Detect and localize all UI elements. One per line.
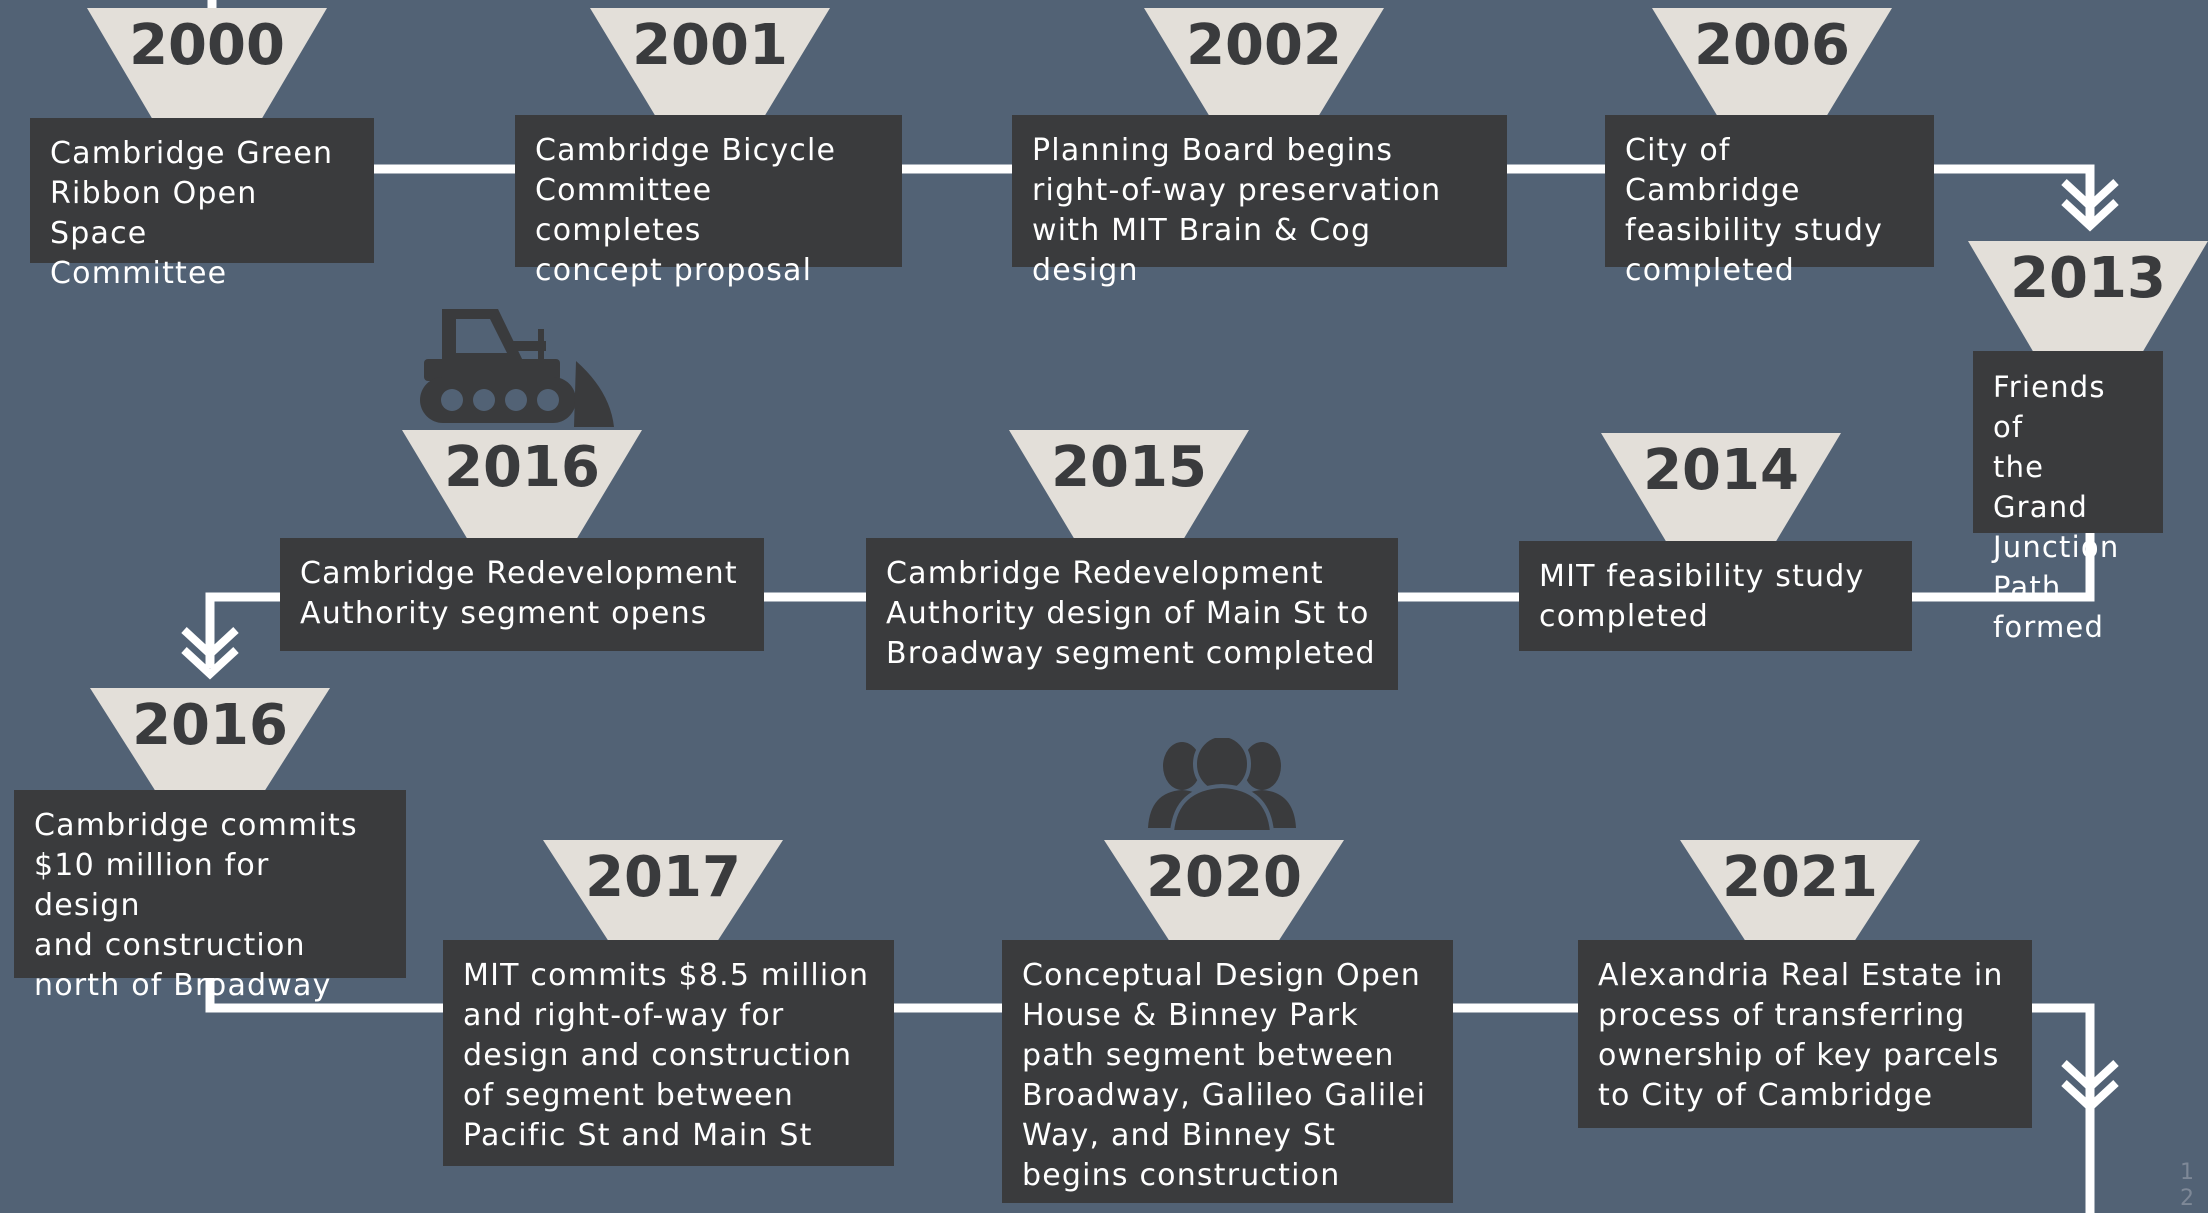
arrow-down-icon [2061, 179, 2119, 232]
milestone-box: Cambridge Redevelopment Authority design… [866, 538, 1398, 690]
people-group-icon [1148, 738, 1296, 832]
milestone-box: Cambridge Redevelopment Authority segmen… [280, 538, 764, 651]
milestone-box: MIT commits $8.5 million and right-of-wa… [443, 940, 894, 1166]
arrow-down-icon [181, 627, 239, 680]
milestone-box: Cambridge commits $10 million for design… [14, 790, 406, 1003]
page-number: 1 2 [2180, 1160, 2194, 1211]
milestone-box: Cambridge Green Ribbon Open Space Commit… [30, 118, 374, 291]
milestone-box: Alexandria Real Estate in process of tra… [1578, 940, 2032, 1128]
bulldozer-icon [420, 309, 614, 427]
milestone-box: City of Cambridge feasibility study comp… [1605, 115, 1934, 288]
milestone-box: Planning Board begins right-of-way prese… [1012, 115, 1507, 288]
year-label: 2020 [1104, 840, 1344, 940]
milestone-box: Cambridge Bicycle Committee completes co… [515, 115, 902, 288]
milestone-box: Friends of the Grand Junction Path forme… [1973, 351, 2163, 644]
milestone-box: MIT feasibility study completed [1519, 541, 1912, 651]
arrow-down-icon [2061, 1060, 2119, 1113]
milestone-box: Conceptual Design Open House & Binney Pa… [1002, 940, 1453, 1203]
